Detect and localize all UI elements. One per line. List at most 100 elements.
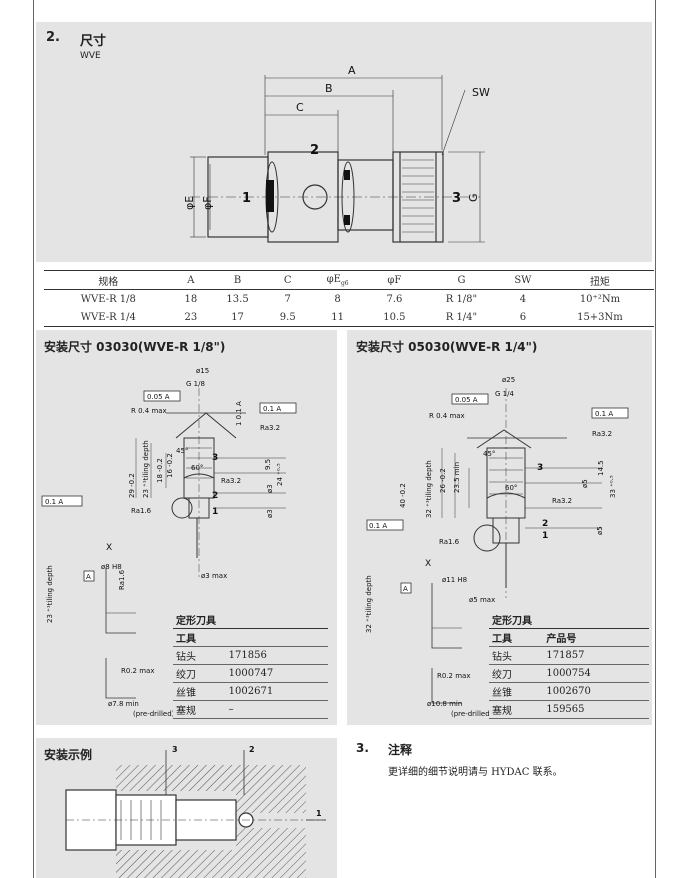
lbl-d235: 23.5 min: [453, 462, 461, 493]
lbl-d16: 16 -0.2: [166, 453, 174, 478]
svg-text:2: 2: [542, 519, 548, 529]
dim-label-f: φF: [201, 196, 214, 210]
spec-table-header: 规格 A B C φEg6 φF G SW 扭矩: [44, 270, 654, 290]
lbl-d3b: ø3: [266, 509, 274, 518]
install-example-drawing: 3 2 1: [65, 745, 326, 878]
lbl-d108: ø10.8 min: [427, 700, 462, 708]
section2-subtitle: WVE: [80, 51, 101, 61]
col-spec: 规格: [98, 276, 119, 288]
lbl-depth32: 32 ⁺¹tiling depth: [365, 575, 373, 633]
col-torque: 扭矩: [589, 276, 610, 288]
lbl-d18: 18 -0.2: [156, 458, 164, 483]
valve-dimension-drawing: A B C SW G φE φF 1 2 3: [183, 64, 490, 243]
lbl-predrilled: (pre-drilled): [451, 710, 493, 718]
svg-text:1: 1: [212, 507, 218, 517]
lbl-a: A: [86, 573, 91, 581]
lbl-d11: ø11 H8: [442, 576, 467, 584]
lbl-x: X: [425, 559, 431, 569]
lbl-d145: 14.5: [597, 460, 605, 476]
section3-number: 3.: [356, 741, 369, 755]
lbl-x: X: [106, 543, 112, 553]
lbl-d3max: ø3 max: [201, 572, 227, 580]
dim-label-g: G: [467, 193, 480, 202]
col-b: B: [233, 274, 242, 286]
lbl-radius: R 0.4 max: [131, 407, 167, 415]
lbl-flatA: 0.1 A: [45, 498, 63, 506]
lbl-depth23: 23 ⁺¹tiling depth: [46, 565, 54, 623]
lbl-dia: ø25: [502, 376, 515, 384]
lbl-d78: ø7.8 min: [108, 700, 139, 708]
lbl-ra32b: Ra3.2: [552, 497, 572, 505]
lbl-d5: ø5: [581, 479, 589, 488]
col-g: G: [457, 274, 466, 286]
lbl-d24: 24 ⁺⁰·⁵: [276, 463, 284, 486]
lbl-a: A: [403, 585, 408, 593]
lbl-ra32: Ra3.2: [592, 430, 612, 438]
tool-table-title: 定形刀具: [489, 611, 649, 629]
example-port-1: 1: [316, 809, 322, 818]
lbl-r02: R0.2 max: [437, 672, 470, 680]
table-row: 塞规–: [173, 700, 328, 719]
col-sw: SW: [514, 274, 532, 286]
lbl-ra16: Ra1.6: [131, 507, 152, 515]
lbl-d3: ø3: [266, 484, 274, 493]
lbl-ra16: Ra1.6: [439, 538, 460, 546]
lbl-flatA: 0.1 A: [369, 522, 387, 530]
svg-text:3: 3: [212, 453, 218, 463]
section3-title: 注释: [388, 743, 413, 757]
lbl-thread: G 1/4: [495, 390, 514, 398]
dim-label-e: φE: [183, 196, 196, 210]
install-right-drawing: ø25 G 1/4 0.05 A R 0.4 max 0.1 A Ra3.2 R…: [365, 376, 629, 718]
dim-label-c: C: [296, 101, 304, 114]
lbl-d40: 40 -0.2: [399, 483, 407, 508]
lbl-angle45: 45°: [483, 450, 495, 458]
section2-title: 尺寸: [80, 34, 107, 49]
lbl-d33: 33 ⁺⁰·⁵: [609, 475, 617, 498]
port-3-label: 3: [452, 191, 461, 206]
lbl-ra32b: Ra3.2: [221, 477, 241, 485]
col-f: φF: [387, 274, 402, 286]
lbl-flat2: 1 0.1 A: [235, 401, 243, 426]
lbl-dia: ø15: [196, 367, 209, 375]
table-row: WVE-R 1/8 18 13.5 7 8 7.6 R 1/8" 4 10⁺²N…: [80, 293, 621, 305]
lbl-angle60: 60°: [505, 484, 517, 492]
lbl-d5b: ø5: [596, 526, 604, 535]
lbl-thread: G 1/8: [186, 380, 205, 388]
install-left-drawing: ø15 G 1/8 0.05 A R 0.4 max 0.1 A Ra3.2 R…: [41, 367, 297, 718]
svg-text:2: 2: [212, 491, 218, 501]
lbl-tol: 0.05 A: [455, 396, 478, 404]
lbl-d32: 32 ⁺¹tiling depth: [425, 460, 433, 518]
lbl-d95: 9.5: [264, 459, 272, 470]
lbl-radius: R 0.4 max: [429, 412, 465, 420]
svg-text:1: 1: [542, 531, 548, 541]
lbl-ra16b: Ra1.6: [118, 569, 126, 590]
lbl-ra32: Ra3.2: [260, 424, 280, 432]
port-1-label: 1: [242, 191, 251, 206]
lbl-d26: 26 -0.2: [439, 468, 447, 493]
install-example-title: 安装示例: [44, 748, 93, 762]
spec-table: 规格 A B C φEg6 φF G SW 扭矩 WVE-R 1/8 18 13…: [44, 270, 654, 327]
dim-label-b: B: [325, 82, 333, 95]
example-port-2: 2: [249, 745, 255, 754]
col-e: φEg6: [326, 273, 349, 287]
lbl-d23: 23 ⁺¹tiling depth: [142, 440, 150, 498]
lbl-predrilled: (pre-drilled): [133, 710, 175, 718]
table-row: WVE-R 1/4 23 17 9.5 11 10.5 R 1/4" 6 15+…: [44, 308, 654, 327]
page-border: [33, 0, 656, 878]
lbl-r02: R0.2 max: [121, 667, 154, 675]
port-2-label: 2: [310, 143, 319, 158]
lbl-d29: 29 -0.2: [128, 473, 136, 498]
svg-text:3: 3: [537, 463, 543, 473]
col-c: C: [283, 274, 292, 286]
dim-label-a: A: [348, 64, 356, 77]
dim-label-sw: SW: [472, 86, 490, 99]
